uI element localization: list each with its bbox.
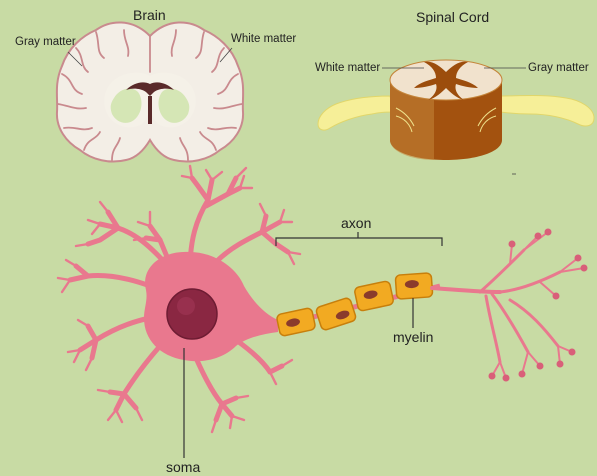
soma-label: soma: [166, 460, 200, 474]
spinal-cord-section: [318, 60, 594, 174]
brain-gray-matter-label: Gray matter: [15, 37, 76, 49]
brain-cross-section: [57, 22, 243, 161]
myelin-label: myelin: [393, 330, 433, 344]
axon-terminal: [432, 232, 584, 378]
brain-title: Brain: [133, 8, 166, 22]
brain-white-matter-label: White matter: [231, 34, 296, 46]
spinal-white-matter-label: White matter: [315, 63, 380, 75]
terminal-boutons: [489, 229, 588, 382]
axon-label: axon: [341, 216, 371, 230]
neuron: [58, 166, 588, 458]
spinal-cord-title: Spinal Cord: [416, 10, 489, 24]
nucleus: [167, 289, 217, 339]
left-nerve-root: [318, 96, 394, 130]
right-nerve-root: [500, 96, 594, 127]
spinal-gray-matter-label: Gray matter: [528, 63, 589, 75]
axon-bracket: [276, 232, 442, 246]
